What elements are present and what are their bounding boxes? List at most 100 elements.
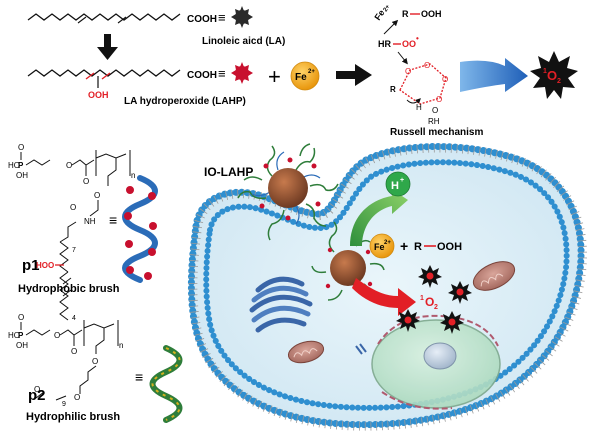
- la-label: Linoleic aicd (LA): [202, 36, 285, 47]
- p2-oh: OH: [16, 341, 28, 350]
- cell-fe-label: Fe: [374, 242, 385, 252]
- plus-sign: +: [268, 64, 281, 89]
- p2-o-top: O: [18, 313, 24, 322]
- p1-helix-brush-icon: [122, 175, 158, 283]
- lahp-cooh-label: COOH: [187, 70, 217, 81]
- p2-o-side: O: [92, 357, 98, 366]
- p2-o-end: O: [34, 385, 40, 394]
- lahp-ooh-label: OOH: [88, 90, 109, 100]
- russell-oo: OO: [402, 39, 416, 49]
- p2-o-carbonyl: O: [71, 347, 77, 356]
- skull-burst-icon-4: [440, 311, 464, 334]
- cell-membrane-inner: [203, 159, 570, 411]
- ring-o-4: O: [436, 95, 442, 104]
- la-equiv-sign: ≡: [218, 10, 226, 25]
- p1-o-side: O: [94, 191, 100, 200]
- red-spiky-ball-icon: [231, 62, 253, 84]
- lahp-equiv-sign: ≡: [218, 66, 226, 81]
- russell-fe-tag: Fe: [372, 8, 386, 22]
- p1-ho: HO: [8, 161, 20, 170]
- cell-fe-charge: 2+: [384, 240, 391, 246]
- proton-icon: H +: [385, 171, 411, 197]
- skull-burst-icon-2: [448, 281, 472, 304]
- proton-label: H: [391, 180, 399, 192]
- lahp-structure: OOH COOH: [27, 69, 217, 100]
- fe2-ion-icon: Fe 2+: [290, 61, 320, 91]
- p1-hoo: HOO: [36, 261, 54, 270]
- fe2-ion-cell-icon: Fe 2+: [369, 233, 395, 259]
- reaction-arrow: [336, 64, 372, 86]
- la-to-lahp-arrow: [97, 34, 118, 60]
- p2-o-ester: O: [54, 331, 60, 340]
- tetroxide-ring: O O O O R H O RH: [390, 61, 448, 126]
- russell-radical: •: [416, 34, 419, 43]
- p1-o-ester: O: [66, 161, 72, 170]
- fe2-ion-charge: 2+: [308, 69, 315, 75]
- russell-mechanism: Fe 2+ R OOH HR OO • O O O O R H O RH Rus…: [372, 4, 483, 138]
- nucleolus: [423, 342, 457, 370]
- fe2-ion-label: Fe: [295, 72, 307, 83]
- cell-ooh-label: OOH: [437, 241, 462, 253]
- mitochondrion-lower: [287, 340, 325, 364]
- p1-structure: O HO P OH O O n O NH O 7 HOO 4: [8, 143, 135, 322]
- io-lahp-nanoparticle-outside: [237, 143, 339, 241]
- cell-singlet-sub: 2: [434, 304, 438, 311]
- p1-four: 4: [72, 315, 76, 322]
- russell-fe-charge: 2+: [383, 4, 392, 13]
- p1-nh: NH: [84, 217, 96, 226]
- iron-oxide-core: [268, 168, 308, 208]
- cell-plus: +: [400, 238, 408, 254]
- p1-oh: OH: [16, 171, 28, 180]
- lahp-label: LA hydroperoxide (LAHP): [124, 96, 246, 107]
- ring-h-label: H: [416, 103, 422, 112]
- linoleic-acid-structure: COOH: [27, 13, 217, 25]
- russell-ooh: OOH: [421, 9, 442, 19]
- russell-r: R: [402, 9, 409, 19]
- singlet-pre: 1: [543, 68, 547, 75]
- p2-p: P: [18, 331, 24, 340]
- p1-o-top: O: [18, 143, 24, 152]
- p2-ho: HO: [8, 331, 20, 340]
- cell-singlet-pre: 1: [420, 295, 424, 302]
- dark-spiky-ball-icon: [231, 6, 253, 28]
- singlet-sub: 2: [557, 78, 561, 85]
- p2-name: p2: [28, 387, 46, 404]
- russell-hr: HR: [378, 39, 391, 49]
- p2-helix-brush-icon: [149, 345, 183, 423]
- p2-structure: O HO P OH O O n O O O 9: [8, 313, 123, 408]
- p2-caption: Hydrophilic brush: [26, 411, 120, 423]
- proton-charge: +: [400, 177, 404, 184]
- ring-o-h: O: [432, 106, 438, 115]
- ring-o-2: O: [424, 61, 430, 70]
- p2-o-peg: O: [74, 393, 80, 402]
- p1-name: p1: [22, 257, 40, 274]
- io-lahp-label: IO-LAHP: [204, 165, 253, 179]
- la-cooh-label: COOH: [187, 14, 217, 25]
- proton-arrow: [350, 188, 408, 246]
- p1-caption: Hydrophobic brush: [18, 283, 120, 295]
- ring-r-label: R: [390, 85, 396, 94]
- skull-burst-icon-1: [418, 265, 442, 288]
- mitochondrion-upper: [472, 261, 516, 291]
- cell-singlet-oxygen-label: 1 O 2: [420, 295, 438, 311]
- ring-o-3: O: [442, 75, 448, 84]
- p2-nine: 9: [62, 401, 66, 408]
- ros-generation-arrow: [352, 278, 416, 316]
- p1-o-carbonyl: O: [83, 177, 89, 186]
- ring-o-1: O: [405, 67, 411, 76]
- nucleus: [371, 314, 501, 410]
- p1-n: n: [131, 171, 135, 180]
- p1-o-amide: O: [70, 203, 76, 212]
- golgi-apparatus: [249, 276, 313, 333]
- p2-n: n: [119, 341, 123, 350]
- vesicle: [355, 343, 367, 355]
- p1-equiv-sign: ≡: [109, 212, 117, 228]
- ring-rh-label: RH: [428, 117, 440, 126]
- cell-singlet-o: O: [425, 295, 434, 309]
- singlet-oxygen-generation-arrow: [460, 58, 528, 92]
- p1-p: P: [18, 161, 24, 170]
- p2-equiv-sign: ≡: [135, 369, 143, 385]
- cell-r-label: R: [414, 241, 422, 253]
- russell-caption: Russell mechanism: [390, 127, 483, 138]
